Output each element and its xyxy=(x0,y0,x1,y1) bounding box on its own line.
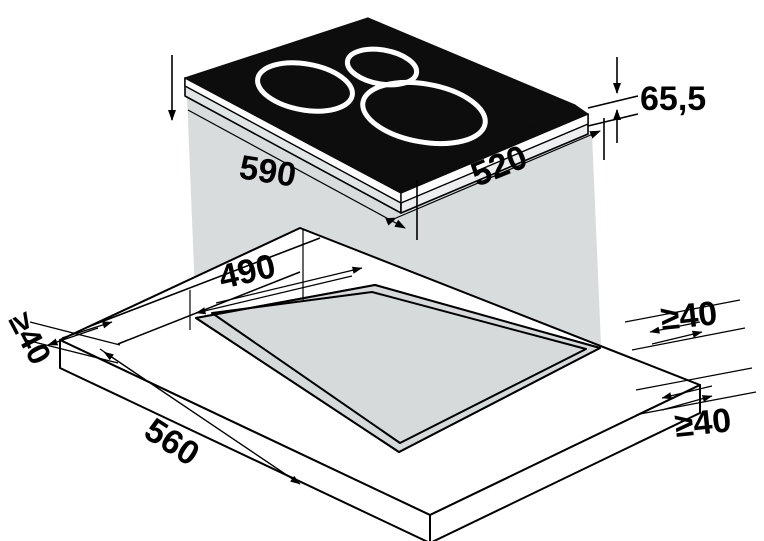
burner-ring-left xyxy=(255,60,355,114)
countertop-with-cutout xyxy=(59,227,701,541)
clearance-right-lower-group: ≥40 xyxy=(635,367,757,445)
clearance-right-upper-label: ≥40 xyxy=(659,294,719,338)
clearance-left-label: ≥40 xyxy=(2,306,59,370)
dimension-655-label: 65,5 xyxy=(640,80,706,118)
dimension-590-group: 590 xyxy=(168,55,418,240)
clearance-right-lower-label: ≥40 xyxy=(673,401,733,445)
dimension-655-group: 65,5 xyxy=(587,57,706,143)
dimension-590-label: 590 xyxy=(237,148,299,194)
clearance-right-upper-group: ≥40 xyxy=(624,294,746,351)
burner-ring-rear xyxy=(344,46,420,88)
